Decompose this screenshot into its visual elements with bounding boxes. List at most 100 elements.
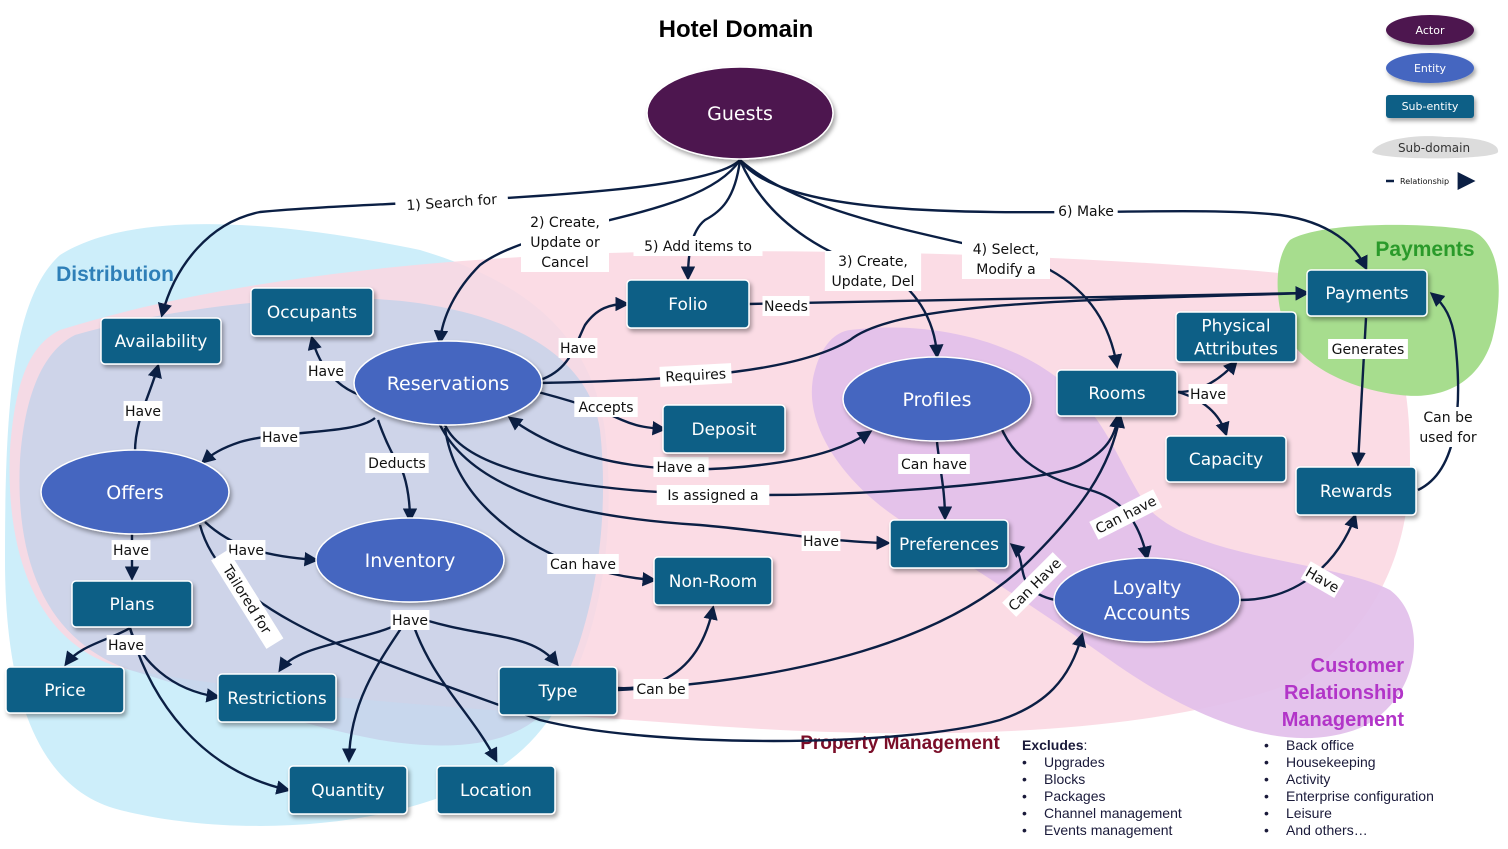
node-offers-shape (40, 449, 230, 535)
node-reservations: Reservations (353, 340, 543, 426)
edge-label-text: Have (392, 613, 428, 629)
edge-rewards-payments (1417, 292, 1460, 492)
excludes-list-2: Back office Housekeeping Activity Enterp… (1264, 737, 1434, 839)
edge-label-text: Have (262, 430, 298, 446)
excludes-colon: : (1083, 737, 1088, 753)
node-type-shape (498, 666, 618, 716)
excludes-item: Housekeeping (1264, 754, 1434, 771)
node-guests-label: Guests (707, 103, 773, 125)
node-availability: Availability (100, 317, 222, 365)
node-loyalty-label: Accounts (1104, 603, 1191, 625)
node-physical-shape (1175, 311, 1297, 363)
edge-label-background (521, 212, 609, 272)
edge-label-e12: Have (260, 427, 300, 447)
edge-label-background (1328, 339, 1408, 359)
excludes-item: Enterprise configuration (1264, 788, 1434, 805)
legend-relationship-label: Relationship (1400, 177, 1449, 186)
edge-label-text: Update, Del (832, 274, 915, 290)
edge-label-e16: Is assigned a (656, 485, 770, 505)
node-reservations-shape (353, 340, 543, 426)
edge-label-background (824, 251, 922, 291)
node-plans: Plans (71, 580, 193, 628)
edge-label-e5: 4) Select,Modify a (962, 239, 1050, 279)
node-quantity-shape (288, 765, 408, 815)
edge-offers-loyalty (198, 524, 1086, 743)
edge-label-text: Is assigned a (667, 488, 758, 504)
edge-guests-payments (739, 159, 1368, 271)
node-capacity: Capacity (1165, 435, 1287, 483)
edge-label-background (762, 296, 810, 316)
legend-entity-label: Entity (1414, 62, 1447, 75)
edge-label-text: Cancel (541, 255, 588, 271)
edge-label-background (659, 363, 733, 387)
node-inventory: Inventory (315, 517, 505, 603)
legend-entity-swatch (1386, 53, 1474, 83)
edge-rooms-physical (1177, 359, 1238, 394)
edge-label-background (547, 554, 619, 574)
edge-label-background (633, 679, 689, 699)
node-restrictions-label: Restrictions (227, 689, 327, 709)
legend-subdomain-label: Sub-domain (1398, 141, 1470, 155)
edge-label-background (653, 457, 709, 477)
edge-label-text: Can be (1423, 410, 1472, 426)
edge-label-e6: 6) Make (1054, 201, 1118, 221)
excludes-item: Channel management (1022, 805, 1182, 822)
node-guests: Guests (646, 66, 834, 160)
node-rooms: Rooms (1056, 369, 1178, 417)
edge-label-background (633, 236, 763, 256)
edge-label-text: Have a (656, 460, 705, 476)
edge-inventory-type (409, 613, 559, 667)
edge-label-text: Have (108, 638, 144, 654)
node-profiles-shape (842, 356, 1032, 442)
node-availability-shape (100, 317, 222, 365)
diagram-nodes: GuestsReservationsOffersInventoryProfile… (5, 66, 1428, 815)
node-price-label: Price (44, 681, 85, 701)
edge-label-e30: Generates (1328, 339, 1408, 359)
edge-type-rooms (617, 413, 1125, 692)
edge-label-text: Deducts (368, 456, 426, 472)
edge-label-background (260, 427, 300, 447)
edge-label-e24: Have (106, 635, 146, 655)
edge-label-e3: 5) Add items to (633, 236, 763, 256)
edge-label-background (394, 188, 509, 216)
edge-guests-reservations (433, 159, 741, 345)
crm-label-line-2: Relationship (1284, 682, 1404, 704)
legend: Actor Entity Sub-entity Sub-domain Relat… (1372, 15, 1499, 190)
node-inventory-label: Inventory (365, 550, 456, 572)
edge-label-text: Update or (530, 235, 600, 251)
node-rooms-shape (1056, 369, 1178, 417)
excludes-item: Blocks (1022, 771, 1182, 788)
edge-label-text: Modify a (976, 262, 1035, 278)
node-rewards-shape (1295, 466, 1417, 516)
crm-label-line-1: Customer (1311, 655, 1405, 677)
edge-label-e19: Can have (898, 454, 970, 474)
node-location: Location (436, 765, 556, 815)
edge-label-text: Generates (1332, 342, 1405, 358)
edge-label-e11: Have (306, 361, 346, 381)
edge-label-text: 3) Create, (838, 254, 908, 270)
edge-label-background (1054, 201, 1118, 221)
node-loyalty-label: Loyalty (1113, 577, 1182, 599)
node-nonroom: Non-Room (653, 556, 773, 606)
excludes-item: Back office (1264, 737, 1434, 754)
edge-label-e4: 3) Create, Update, Del (824, 251, 922, 291)
node-folio-label: Folio (668, 295, 707, 315)
node-physical-label: Attributes (1194, 340, 1278, 360)
excludes-item: Packages (1022, 788, 1182, 805)
edge-label-background (211, 549, 284, 649)
node-price-shape (5, 666, 125, 714)
edge-label-background (123, 401, 163, 421)
edge-label-text: 6) Make (1058, 204, 1114, 220)
edge-inventory-location (408, 614, 498, 763)
excludes-heading: Excludes (1022, 737, 1084, 753)
edge-label-text: Have (1190, 387, 1226, 403)
edge-label-e9: Requires (659, 363, 733, 387)
edge-label-e7: Needs (762, 296, 810, 316)
edge-label-background (390, 610, 430, 630)
node-reservations-label: Reservations (387, 373, 510, 395)
edge-label-text: 2) Create, (530, 215, 600, 231)
node-folio: Folio (626, 279, 750, 329)
